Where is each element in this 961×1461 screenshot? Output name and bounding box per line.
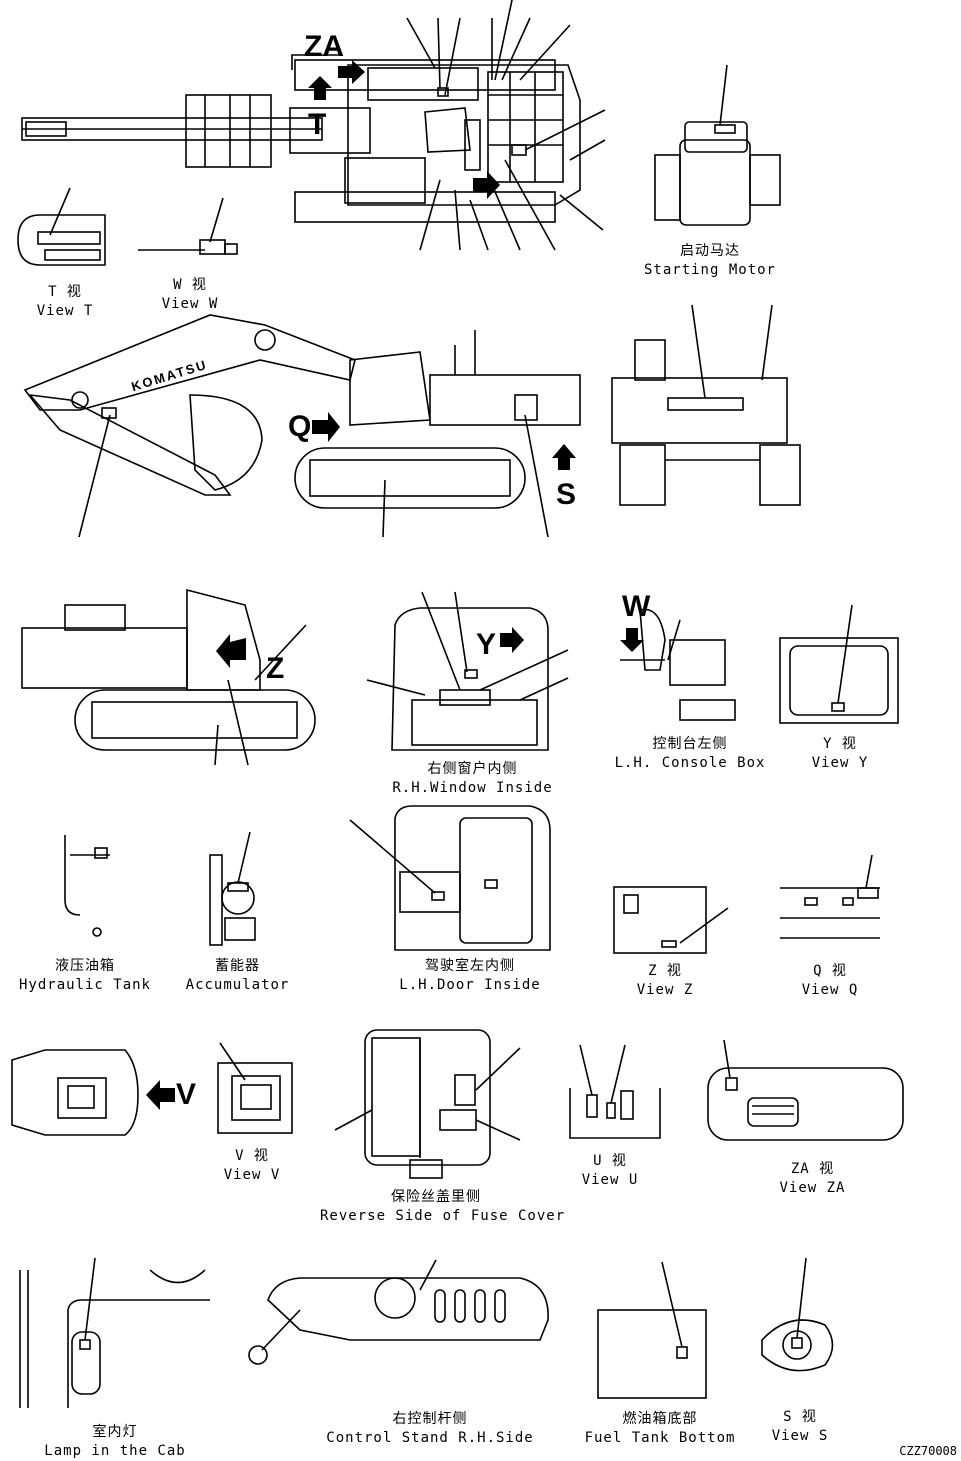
arrow-v-icon: [146, 1080, 175, 1110]
arrow-z-icon: [216, 634, 246, 668]
rh-window-inside-drawing: [366, 591, 569, 751]
view-q-drawing: [780, 854, 880, 939]
accumulator-drawing: [209, 831, 256, 946]
lh-door-inside-drawing: [349, 805, 551, 951]
drawing-code: CZZ70008: [899, 1444, 957, 1458]
arrow-q-icon: [312, 412, 340, 442]
marker-w: W: [622, 590, 651, 623]
marker-y: Y: [476, 628, 497, 661]
marker-z: Z: [266, 652, 285, 685]
arrow-y-icon: [500, 627, 524, 653]
marker-za: ZA: [304, 30, 344, 63]
fuel-tank-drawing: [597, 1261, 707, 1399]
view-z-drawing: [613, 886, 729, 954]
starting-motor-drawing: [654, 64, 781, 226]
arrow-right-icon: [473, 171, 500, 199]
marker-t: T: [308, 108, 327, 141]
view-t-drawing: [17, 187, 106, 266]
arrow-za-icon: [338, 60, 365, 84]
view-w-drawing: [138, 197, 238, 255]
arrow-s-icon: [552, 444, 576, 470]
view-v-drawing: [217, 1042, 293, 1134]
machine-top-view: [21, 0, 606, 251]
machine-rear-view: [611, 304, 801, 506]
arrow-t-icon: [308, 76, 332, 100]
lh-console-box-drawing: [620, 608, 736, 721]
arrow-w-icon: [620, 628, 644, 652]
marker-q: Q: [288, 410, 312, 443]
machine-side-view-z: [21, 588, 316, 766]
control-stand-drawing: [248, 1259, 549, 1365]
view-s-drawing: [761, 1257, 834, 1372]
machine-side-view: [23, 314, 581, 538]
lamp-cab-drawing: [19, 1257, 210, 1408]
fuse-cover-drawing: [334, 1029, 521, 1179]
view-u-drawing: [569, 1044, 661, 1139]
marker-s: S: [556, 478, 577, 511]
view-v-machine-drawing: [11, 1049, 139, 1136]
marker-v: V: [176, 1078, 197, 1111]
view-y-drawing: [779, 604, 899, 724]
hydraulic-tank-drawing: [64, 835, 110, 937]
view-za-drawing: [707, 1039, 904, 1141]
